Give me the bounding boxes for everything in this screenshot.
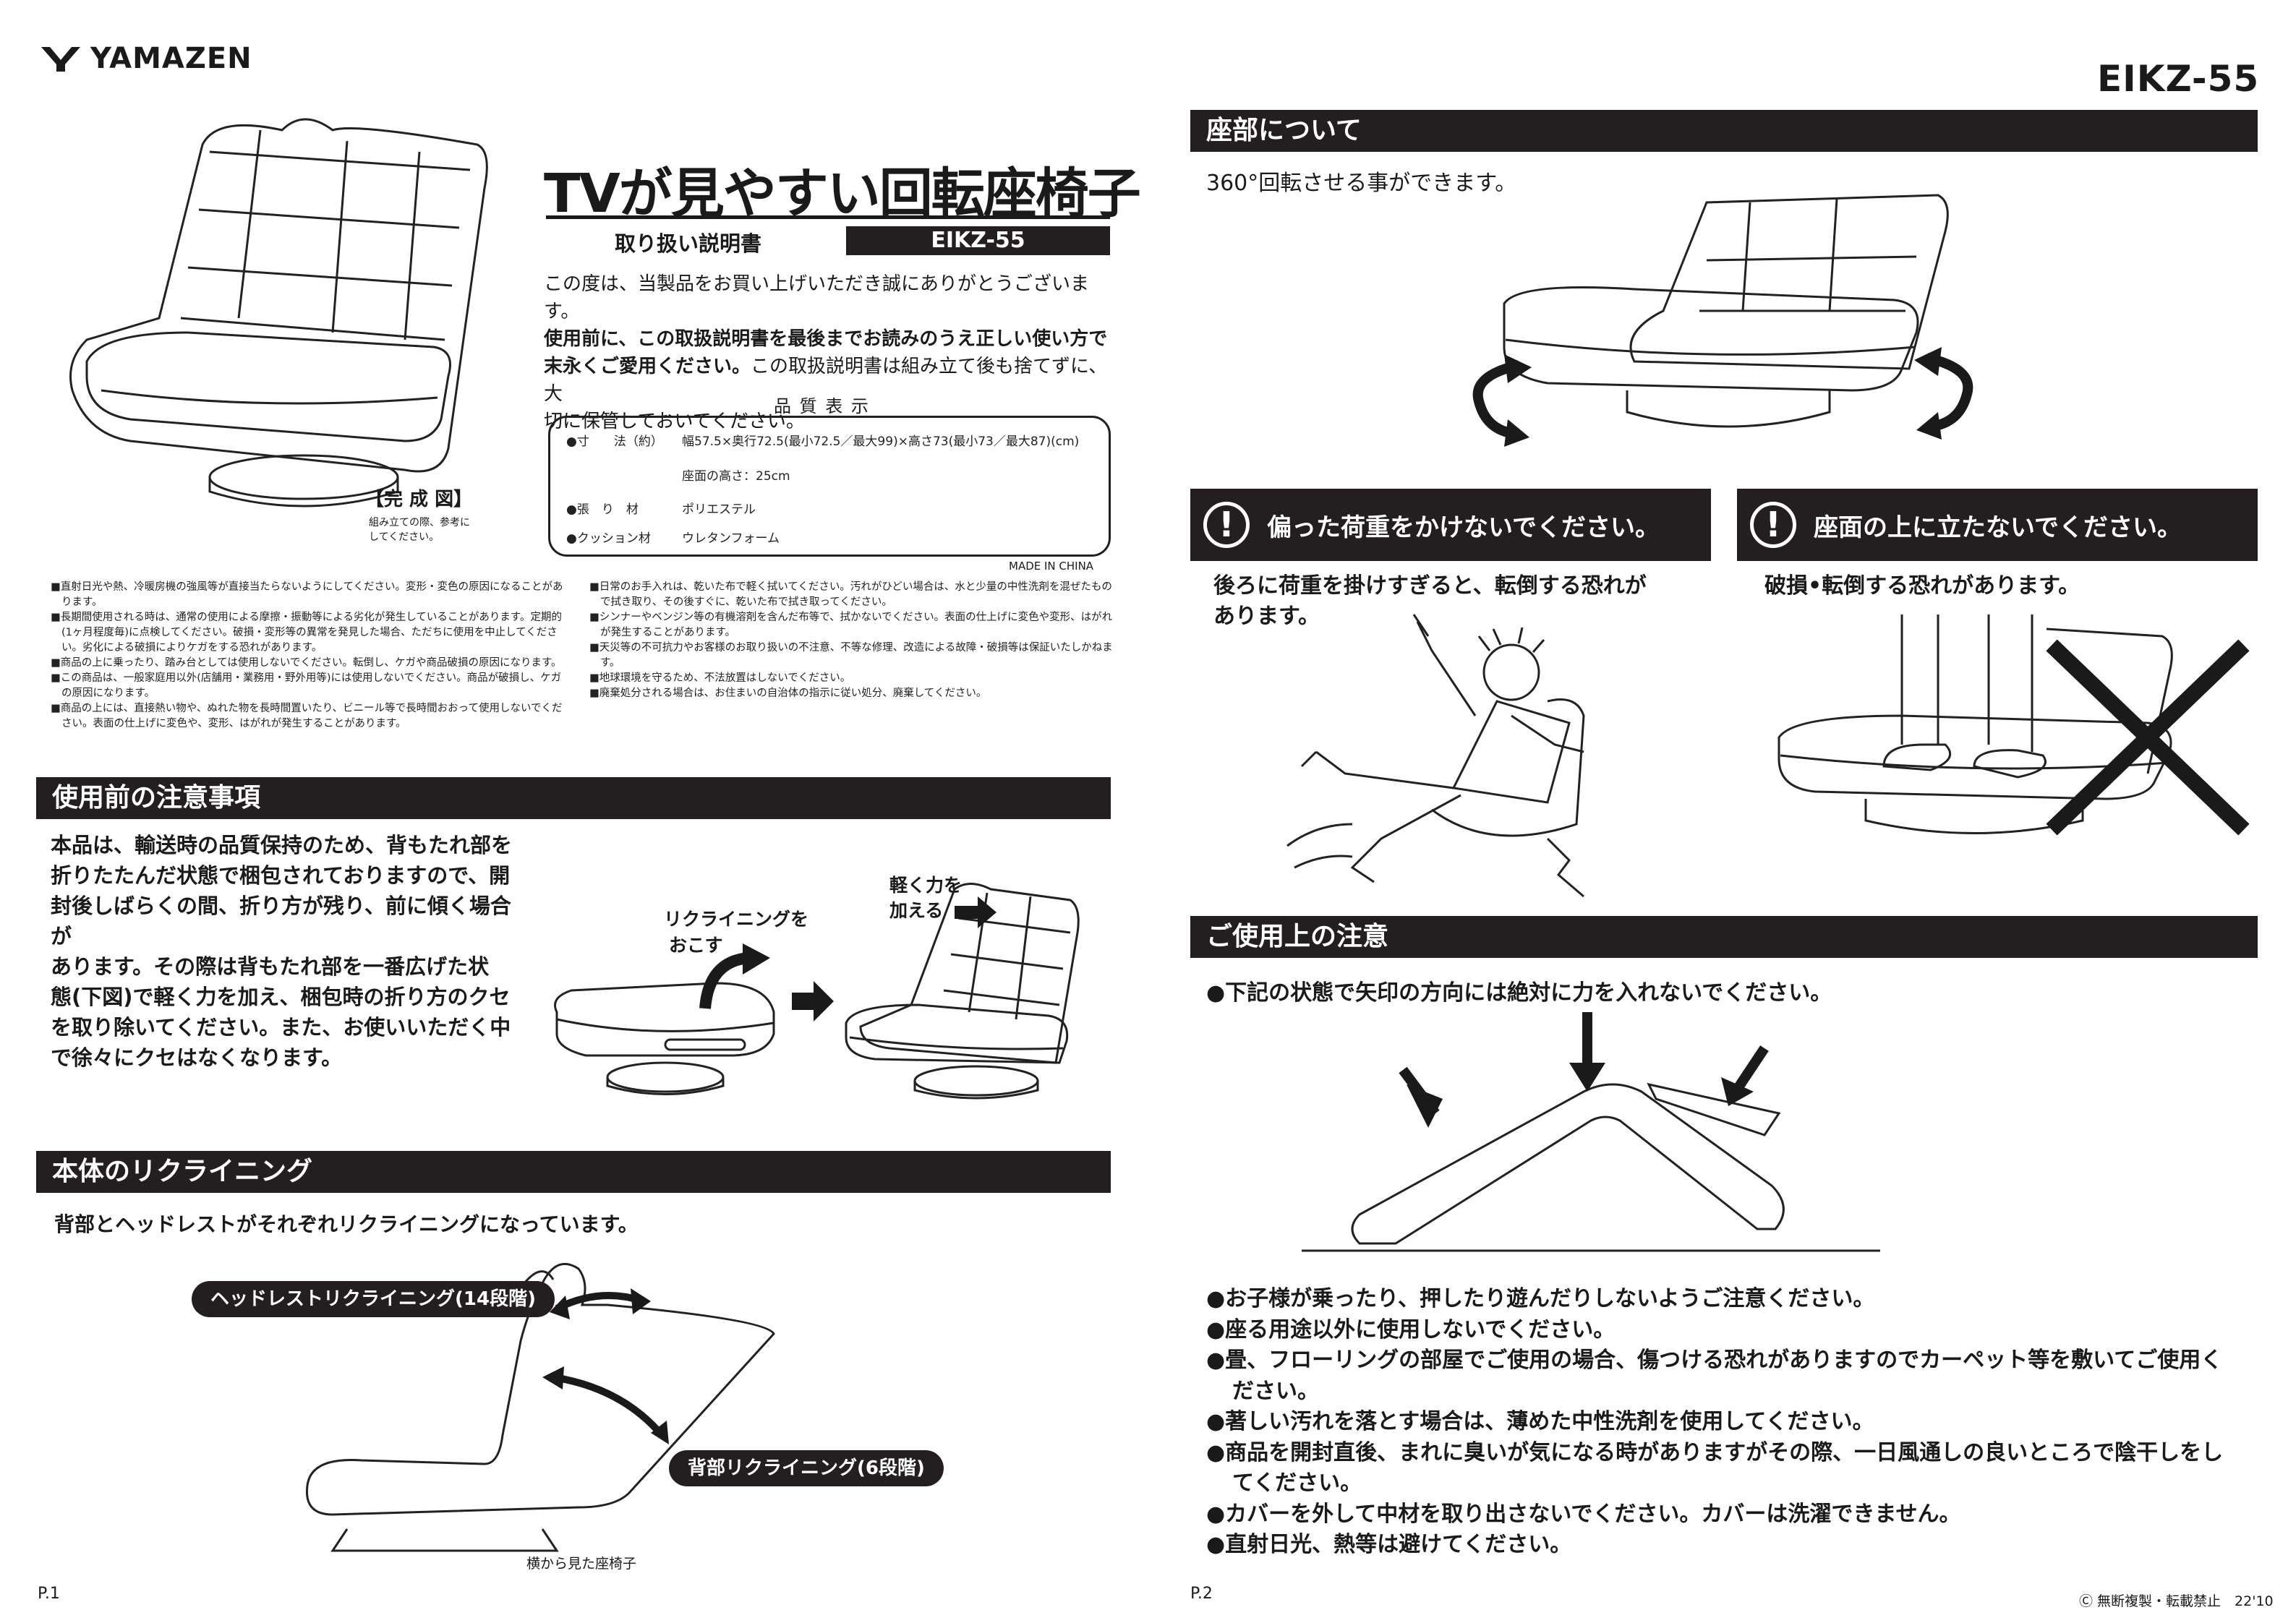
warning-uneven-line2: あります。: [1213, 604, 1320, 629]
reclining-desc: 背部とヘッドレストがそれぞれリクライニングになっています。: [54, 1212, 639, 1236]
curved-up-arrow-icon: [699, 943, 770, 1009]
folded-chair-illustration: [554, 982, 775, 1095]
push-label-2: 加える: [889, 900, 944, 921]
usage-note: ●お子様が乗ったり、押したり遊んだりしないようご注意ください。: [1206, 1286, 1875, 1311]
back-arrow-icon: [542, 1366, 669, 1444]
fine-left-5: ■商品の上には、直接熱い物や、ぬれた物を長時間置いたり、ビニール等で長時間おおっ…: [51, 703, 563, 729]
page-title: TVが見やすい回転座椅子: [544, 163, 1141, 225]
usage-note: ●直射日光、熱等は避けてください。: [1206, 1532, 1572, 1557]
fine-right-4: ■地球環境を守るため、不法放置はしないでください。: [589, 672, 851, 684]
before-use-heading: 使用前の注意事項: [36, 777, 1111, 819]
seat-heading: 座部について: [1190, 110, 2258, 152]
push-arrow-icon: [955, 896, 997, 928]
warning-no-standing: ! 座面の上に立たないでください。: [1737, 489, 2258, 561]
back-recline-pill: 背部リクライニング(6段階): [669, 1450, 944, 1486]
rotate-arrow-left-icon: [1472, 354, 1532, 447]
completed-figure-label: 【完 成 図】: [365, 489, 473, 510]
intro-line4: 切に保管しておいてください。: [544, 411, 805, 432]
fine-right-5: ■廃棄処分される場合は、お住まいの自治体の指示に従い処分、廃棄してください。: [589, 688, 987, 699]
usage-note: ●商品を開封直後、まれに臭いが気になる時がありますがその際、一日風通しの良いとこ…: [1206, 1439, 2224, 1496]
usage-note: ●カバーを外して中材を取り出さないでください。カバーは洗濯できません。: [1206, 1501, 1961, 1527]
before-use-line: で徐々にクセはなくなります。: [51, 1045, 343, 1070]
headrest-arrow-icon: [550, 1288, 651, 1319]
exclamation-icon: !: [1203, 502, 1250, 548]
recline-label-1: リクライニングを: [664, 909, 809, 930]
warning-no-standing-title: 座面の上に立たないでください。: [1814, 513, 2182, 542]
completed-figure-note1: 組み立ての際、参考に: [369, 517, 470, 528]
usage-heading: ご使用上の注意: [1190, 916, 2258, 958]
fine-left-4: ■この商品は、一般家庭用以外(店舗用・業務用・野外用等)には使用しないでください…: [51, 672, 562, 699]
before-use-text: 本品は、輸送時の品質保持のため、背もたれ部を 折りたたんだ状態で梱包されておりま…: [51, 830, 521, 1073]
fine-right-2: ■シンナーやベンジン等の有機溶剤を含んだ布等で、拭かないでください。表面の仕上げ…: [589, 612, 1113, 638]
title-model-badge: EIKZ-55: [846, 226, 1110, 255]
intro-line1: この度は、当製品をお買い上げいただき誠にありがとうございます。: [544, 273, 1090, 322]
intro-line3-bold: 末永くご愛用ください。: [544, 356, 751, 377]
usage-notes-list: ●お子様が乗ったり、押したり遊んだりしないようご注意ください。 ●座る用途以外に…: [1206, 1284, 2233, 1561]
quality-box: ●寸 法（約） 幅57.5×奥行72.5(最小72.5／最大99)×高さ73(最小…: [548, 416, 1111, 557]
yamazen-logo-icon: [41, 47, 80, 72]
intro-line3-rest: この取扱説明書は組み立て後も捨てずに、大: [544, 356, 1108, 405]
warning-uneven-load: ! 偏った荷重をかけないでください。: [1190, 489, 1711, 561]
right-arrow-icon: [792, 981, 834, 1022]
quality-seat-height: 座面の高さ：25cm: [682, 469, 790, 484]
rotate-arrow-right-icon: [1914, 347, 1973, 440]
warning-uneven-load-title: 偏った荷重をかけないでください。: [1267, 513, 1660, 542]
fine-left-2: ■長期間使用される時は、通常の使用による摩擦・振動等による劣化が発生していること…: [51, 612, 562, 654]
usage-note: ●座る用途以外に使用しないでください。: [1206, 1316, 1616, 1342]
warning-uneven-load-text: 後ろに荷重を掛けすぎると、転倒する恐れが あります。: [1213, 571, 1647, 632]
quality-heading: 品 質 表 示: [774, 396, 870, 416]
before-use-line: を取り除いてください。また、お使いいただく中: [51, 1015, 511, 1040]
warning-no-standing-text: 破損•転倒する恐れがあります。: [1764, 573, 2081, 599]
copyright-notice: Ⓒ 無断複製・転載禁止 22'10: [2079, 1593, 2274, 1609]
falling-person-illustration: [1286, 614, 1585, 898]
rotating-seat-illustration: [1503, 194, 1949, 428]
prohibited-x-icon: [2046, 639, 2250, 836]
before-use-line: 本品は、輸送時の品質保持のため、背もたれ部を: [51, 833, 513, 857]
before-use-line: あります。その際は背もたれ部を一番広げた状: [51, 954, 490, 979]
brand-logo: YAMAZEN: [40, 42, 252, 75]
subtitle: 取り扱い説明書: [615, 231, 762, 256]
fine-left-1: ■直射日光や熱、冷暖房機の強風等が直接当たらないようにしてください。変形・変色の…: [51, 581, 563, 608]
fine-left-3: ■商品の上に乗ったり、踏み台としては使用しないでください。転倒し、ケガや商品破損…: [51, 657, 562, 669]
title-rule: [546, 215, 1110, 219]
page-number-left: P.1: [38, 1585, 60, 1603]
upright-chair-illustration: [845, 883, 1080, 1100]
warning-uneven-line1: 後ろに荷重を掛けすぎると、転倒する恐れが: [1213, 573, 1647, 599]
completed-chair-illustration: [69, 118, 488, 508]
folded-chair-force-illustration: [1302, 1012, 1880, 1252]
usage-note: ●畳、フローリングの部屋でご使用の場合、傷つける恐れがありますのでカーペット等を…: [1206, 1348, 2223, 1404]
made-in-label: MADE IN CHINA: [1009, 560, 1094, 573]
push-label-1: 軽く力を: [889, 875, 963, 896]
reclining-heading: 本体のリクライニング: [36, 1151, 1111, 1193]
fine-print-left: ■直射日光や熱、冷暖房機の強風等が直接当たらないようにしてください。変形・変色の…: [51, 580, 566, 732]
brand-name: YAMAZEN: [90, 42, 252, 75]
intro-text: この度は、当製品をお買い上げいただき誠にありがとうございます。 使用前に、この取…: [544, 270, 1122, 435]
intro-line2: 使用前に、この取扱説明書を最後までお読みのうえ正しい使い方で: [544, 328, 1108, 350]
page-number-right: P.2: [1190, 1585, 1213, 1603]
fine-right-3: ■天災等の不可抗力やお客様のお取り扱いの不注意、不等な修理、改造による故障・破損…: [589, 642, 1113, 669]
usage-note: ●著しい汚れを落とす場合は、薄めた中性洗剤を使用してください。: [1206, 1409, 1874, 1434]
usage-top-note: ●下記の状態で矢印の方向には絶対に力を入れないでください。: [1206, 980, 1832, 1006]
before-use-line: 態(下図)で軽く力を加え、梱包時の折り方のクセ: [51, 985, 511, 1009]
quality-cushion-label: ●クッション材: [566, 531, 651, 546]
recline-label-2: おこす: [669, 935, 723, 956]
headrest-recline-pill: ヘッドレストリクライニング(14段階): [192, 1281, 555, 1317]
quality-fabric-label: ●張 り 材: [566, 502, 639, 517]
quality-fabric-value: ポリエステル: [682, 502, 756, 517]
completed-figure-note2: してください。: [369, 531, 440, 543]
fine-print-right: ■日常のお手入れは、乾いた布で軽く拭いてください。汚れがひどい場合は、水と少量の…: [589, 580, 1114, 701]
quality-size-label: ●寸 法（約）: [566, 434, 663, 449]
fine-right-1: ■日常のお手入れは、乾いた布で軽く拭いてください。汚れがひどい場合は、水と少量の…: [589, 581, 1112, 608]
before-use-line: 折りたたんだ状態で梱包されておりますので、開: [51, 863, 511, 888]
side-view-caption: 横から見た座椅子: [526, 1556, 637, 1572]
quality-cushion-value: ウレタンフォーム: [682, 531, 780, 546]
before-use-line: 封後しばらくの間、折り方が残り、前に傾く場合が: [51, 894, 511, 948]
model-number-top: EIKZ-55: [2097, 58, 2260, 100]
quality-size-value: 幅57.5×奥行72.5(最小72.5／最大99)×高さ73(最小73／最大87…: [682, 434, 1080, 449]
exclamation-icon: !: [1750, 502, 1796, 548]
seat-desc: 360°回転させる事ができます。: [1206, 171, 1517, 196]
